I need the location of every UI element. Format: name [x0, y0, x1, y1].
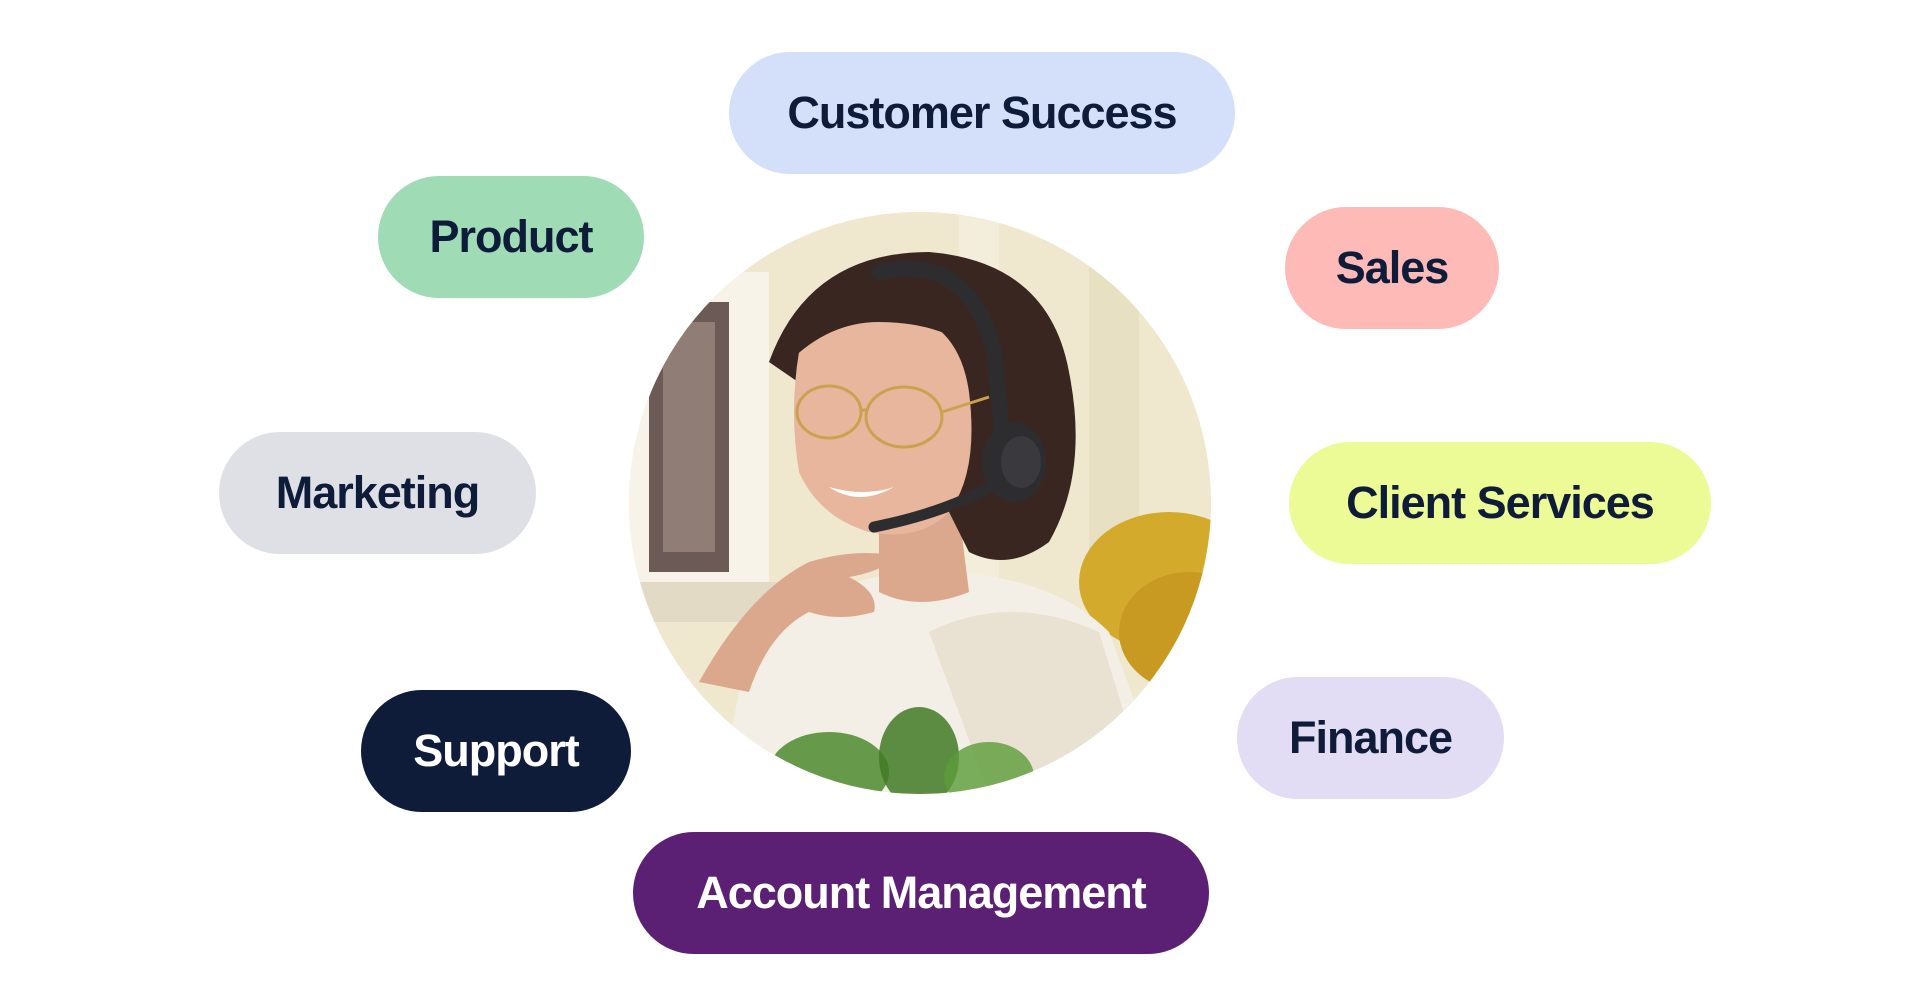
pill-label: Product — [429, 211, 593, 262]
pill-label: Customer Success — [787, 87, 1177, 138]
pill-sales[interactable]: Sales — [1285, 207, 1499, 329]
pill-label: Marketing — [275, 467, 481, 518]
agent-photo — [629, 212, 1211, 794]
pill-product[interactable]: Product — [378, 176, 644, 298]
pill-label: Support — [413, 725, 579, 776]
pill-label: Finance — [1288, 712, 1453, 763]
pill-label: Account Management — [696, 867, 1147, 918]
pill-marketing[interactable]: Marketing — [219, 432, 536, 554]
pill-label: Client Services — [1346, 477, 1655, 528]
pill-finance[interactable]: Finance — [1237, 677, 1504, 799]
pill-support[interactable]: Support — [361, 690, 631, 812]
headset-agent-illustration — [629, 212, 1211, 794]
pill-client-services[interactable]: Client Services — [1289, 442, 1711, 564]
pill-customer-success[interactable]: Customer Success — [729, 52, 1235, 174]
pill-account-management[interactable]: Account Management — [633, 832, 1209, 954]
pill-label: Sales — [1335, 242, 1450, 293]
